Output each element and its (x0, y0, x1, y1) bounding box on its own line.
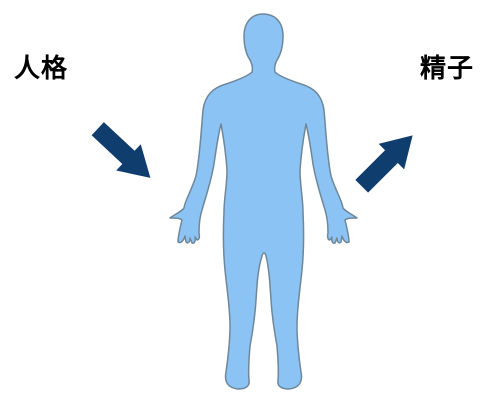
arrow-down-right-icon (85, 116, 162, 191)
human-body-silhouette-icon (170, 14, 357, 389)
arrow-up-right-icon (349, 123, 425, 199)
right-label: 精子 (420, 56, 474, 82)
left-label: 人格 (14, 56, 68, 82)
